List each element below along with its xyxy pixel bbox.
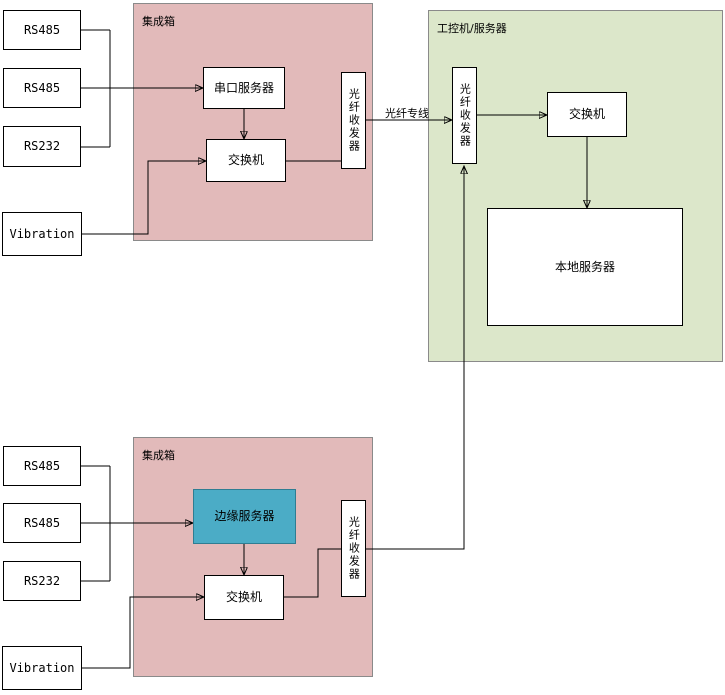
bottom-source-vibration: Vibration [2,646,82,690]
bottom-source-rs485-1: RS485 [3,446,81,486]
server-fiber-transceiver-node: 光纤收发器 [452,67,477,164]
bottom-source-rs485-2: RS485 [3,503,81,543]
top-source-rs232: RS232 [3,126,81,167]
top-switch-node: 交换机 [206,139,286,182]
top-source-rs485-2: RS485 [3,68,81,108]
local-server-node: 本地服务器 [487,208,683,326]
server-switch-node: 交换机 [547,92,627,137]
top-source-vibration: Vibration [2,212,82,256]
top-source-rs485-1: RS485 [3,10,81,50]
bottom-integration-container: 集成箱 [133,437,373,677]
server-container-title: 工控机/服务器 [437,22,507,35]
bottom-fiber-transceiver-node: 光纤收发器 [341,500,366,597]
top-integration-title: 集成箱 [142,15,175,28]
top-integration-container: 集成箱 [133,3,373,241]
bottom-integration-title: 集成箱 [142,449,175,462]
fiber-link-label: 光纤专线 [385,107,429,120]
edge-server-node: 边缘服务器 [193,489,296,544]
serial-server-node: 串口服务器 [203,67,285,109]
bottom-source-rs232: RS232 [3,561,81,601]
top-fiber-transceiver-node: 光纤收发器 [341,72,366,169]
bottom-switch-node: 交换机 [204,575,284,620]
